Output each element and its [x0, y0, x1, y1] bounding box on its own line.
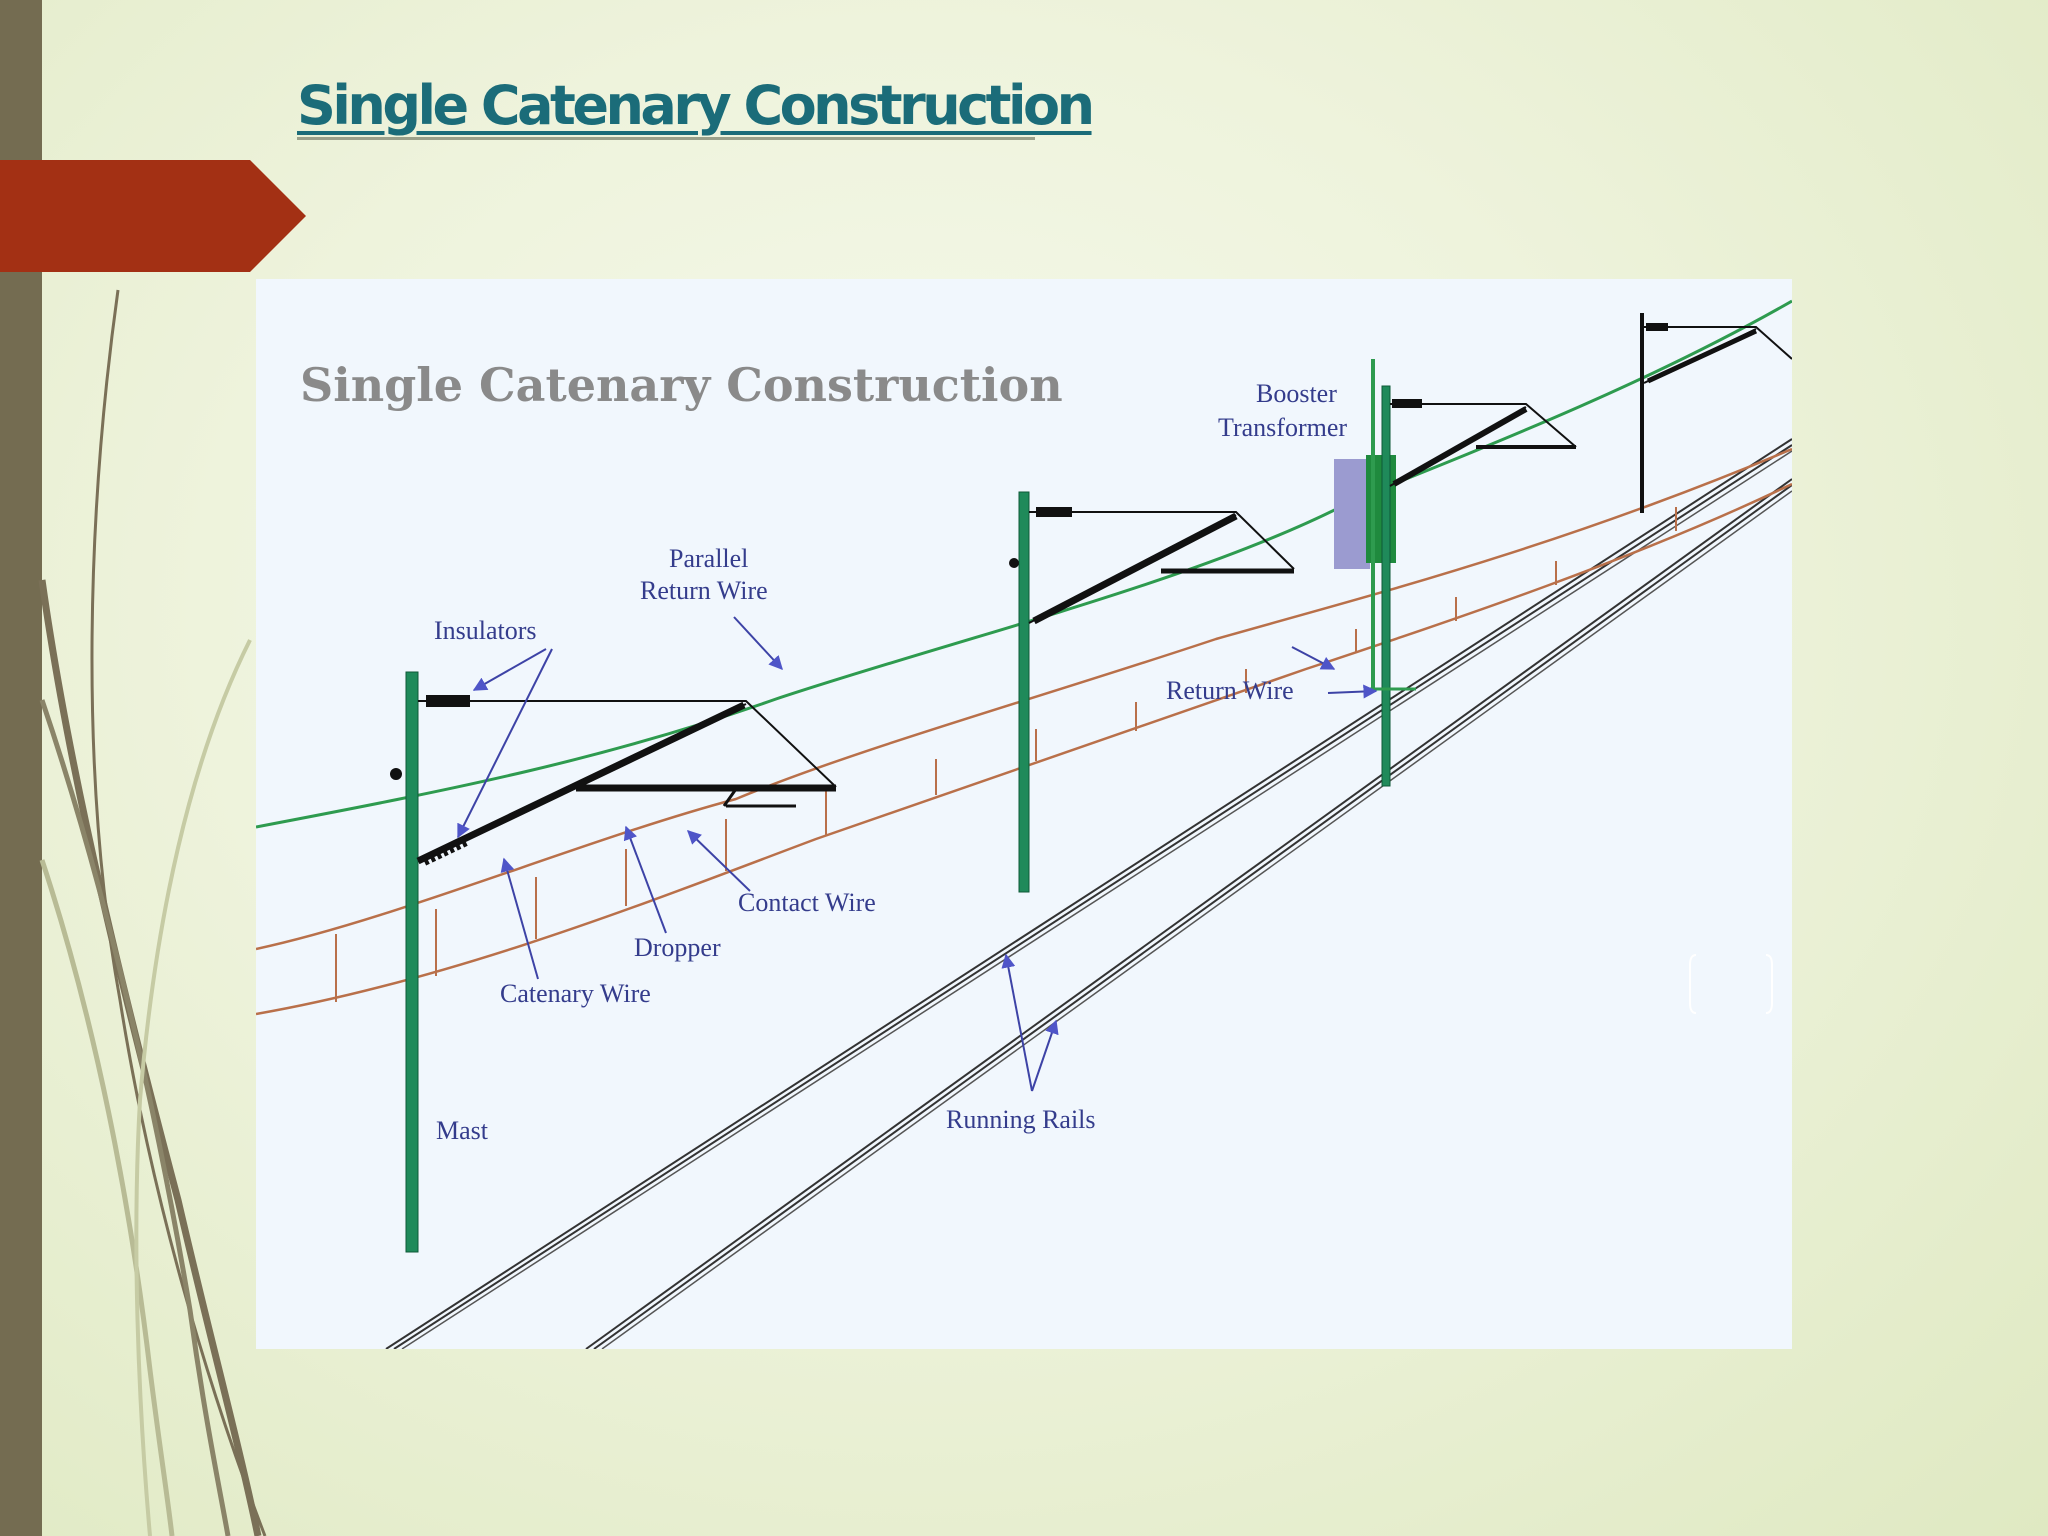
figure-heading: Single Catenary Construction — [300, 358, 1063, 412]
catenary-wire-label: Catenary Wire — [500, 979, 651, 1008]
mast-4 — [1640, 313, 1792, 513]
mast-1 — [390, 671, 837, 1253]
contact-wire-label: Contact Wire — [738, 888, 876, 917]
bracket-mark — [1689, 954, 1773, 1014]
decorative-curves — [38, 289, 267, 1536]
booster-transformer-label: Booster Transformer — [1218, 379, 1347, 442]
accent-arrow — [0, 160, 306, 272]
running-rails-label: Running Rails — [946, 1105, 1096, 1134]
catenary-diagram: Single Catenary Construction Booster Tra… — [256, 279, 1792, 1349]
label-pointers — [457, 616, 1378, 1092]
mast-3 — [1370, 359, 1577, 787]
slide-title: Single Catenary Construction — [297, 74, 1095, 137]
diagram-canvas: Single Catenary Construction Booster Tra… — [256, 299, 1792, 1349]
mast-2 — [1009, 491, 1295, 893]
mast-label: Mast — [436, 1116, 489, 1145]
running-rails — [385, 438, 1792, 1349]
return-wire-label: Return Wire — [1166, 676, 1294, 705]
title-rule — [297, 137, 1035, 140]
insulators-label: Insulators — [434, 616, 537, 645]
parallel-return-wire-label: Parallel Return Wire — [640, 544, 768, 605]
dropper-label: Dropper — [634, 933, 721, 962]
